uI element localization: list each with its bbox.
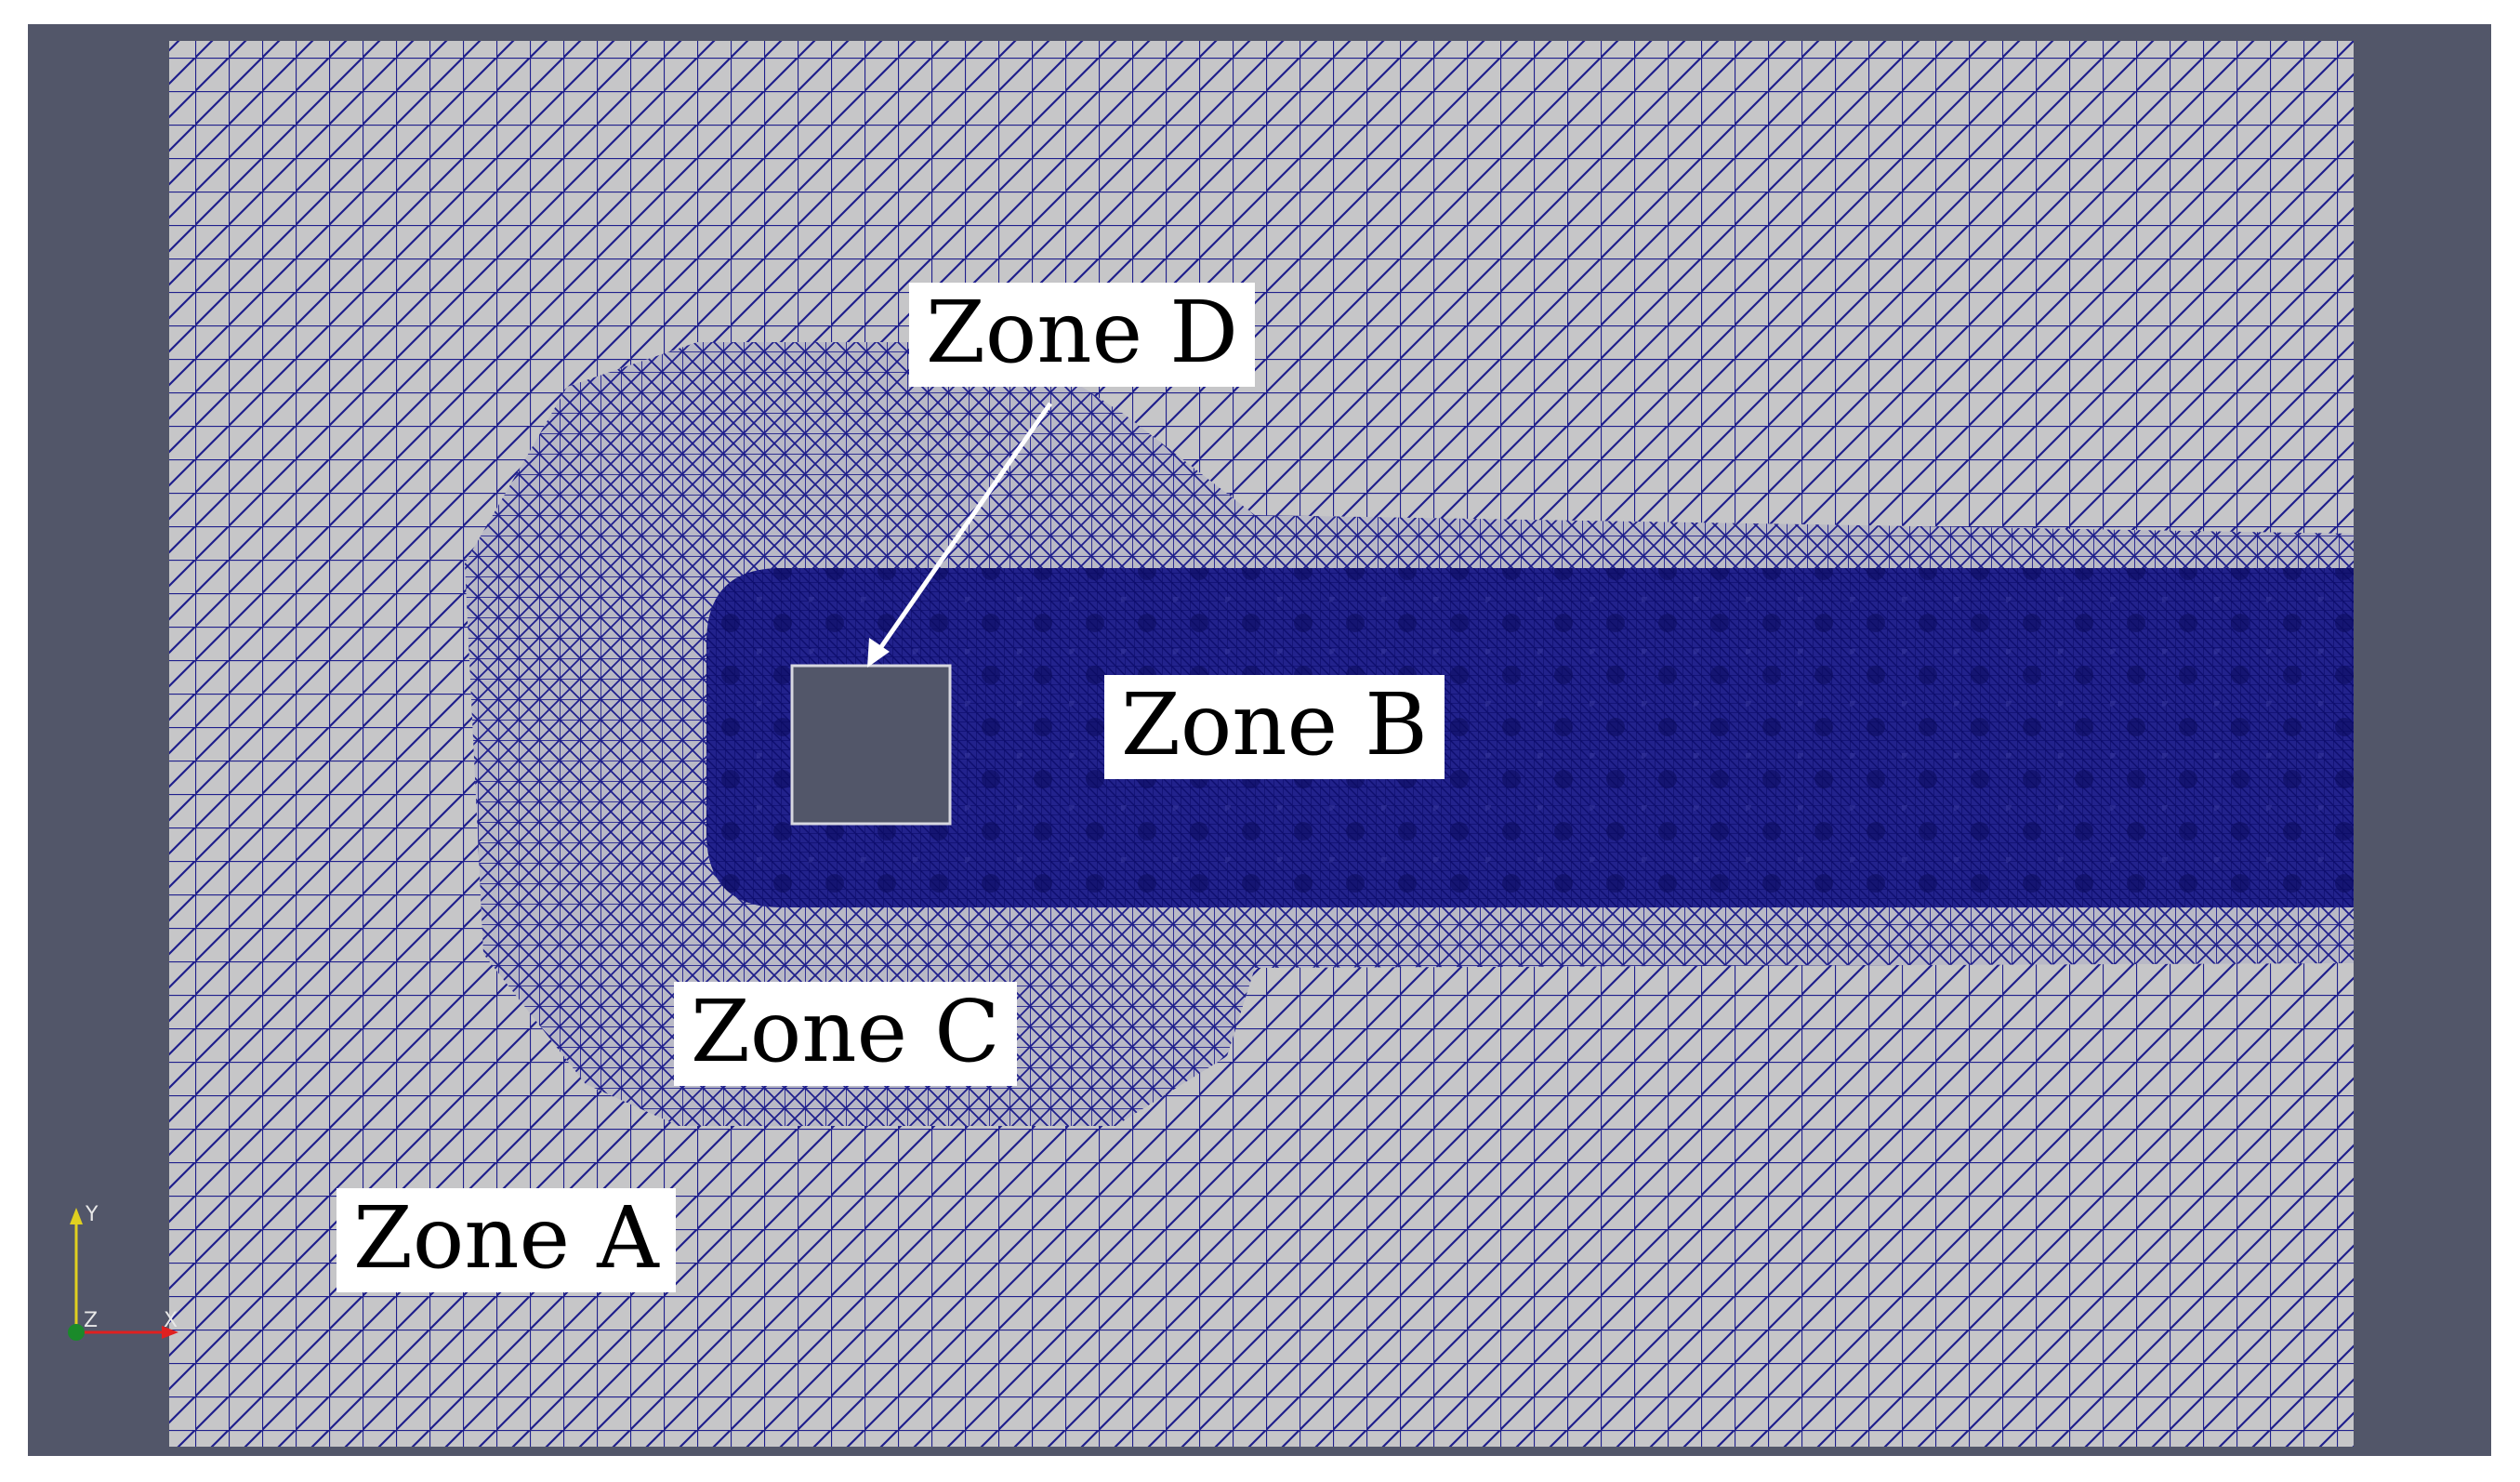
orientation-axes: Y Z X (68, 1203, 178, 1341)
zone-d-obstacle (790, 664, 952, 826)
zone-a-label: Zone A (336, 1188, 676, 1292)
z-axis-dot (68, 1324, 85, 1341)
zone-d-arrow (874, 402, 1053, 655)
x-axis-arrowhead (162, 1326, 178, 1339)
zone-b-texture (706, 568, 2354, 907)
x-axis-label: X (164, 1309, 178, 1332)
zone-b-label: Zone B (1104, 675, 1445, 779)
zone-d-label: Zone D (909, 283, 1256, 387)
zone-c-label: Zone C (674, 982, 1017, 1086)
y-axis-arrowhead (70, 1208, 83, 1224)
z-axis-label: Z (84, 1309, 98, 1332)
y-axis-label: Y (85, 1203, 99, 1226)
render-viewport[interactable]: Zone D Zone B Zone C Zone A Y Z X (28, 24, 2491, 1456)
zone-d-arrowhead (867, 638, 890, 668)
